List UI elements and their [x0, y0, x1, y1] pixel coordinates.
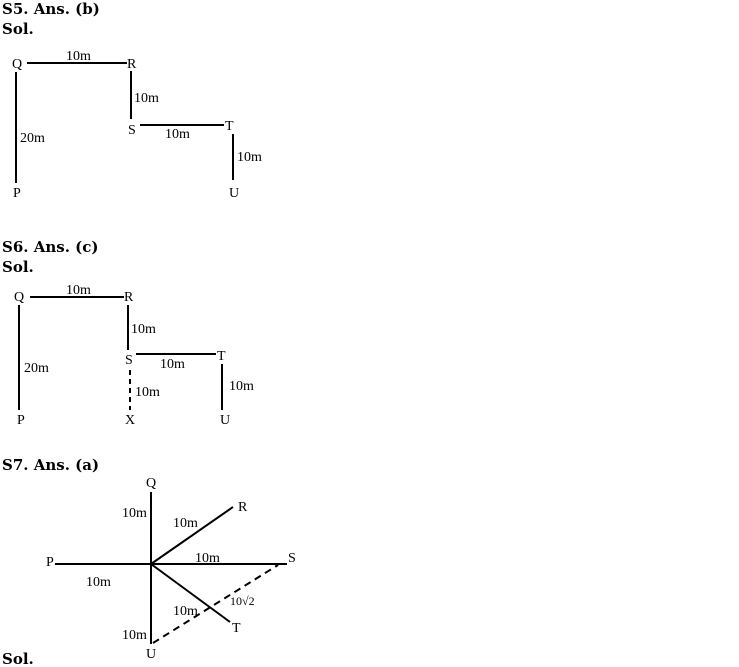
s7-section: S7. Ans. (a) Q R S P T U 10m 10m 10m 10m… — [2, 456, 296, 667]
s7-point-r: R — [238, 500, 248, 515]
s6-point-r: R — [124, 290, 134, 305]
s6-point-u: U — [220, 413, 230, 428]
s5-label-rs: 10m — [134, 91, 159, 106]
s7-label-ot: 10m — [173, 604, 198, 619]
s7-diagram: Q R S P T U 10m 10m 10m 10m 10m 10√2 10m — [46, 476, 296, 662]
s7-label-ou: 10m — [122, 628, 147, 643]
s5-point-t: T — [225, 119, 234, 134]
s7-label-or: 10m — [173, 516, 198, 531]
s6-point-q: Q — [14, 290, 24, 305]
s5-point-p: P — [13, 186, 21, 201]
s5-sol: Sol. — [2, 20, 34, 38]
s7-point-q: Q — [146, 476, 156, 491]
s5-label-tu: 10m — [237, 150, 262, 165]
s5-heading: S5. Ans. (b) — [2, 0, 100, 18]
s6-label-tu: 10m — [229, 379, 254, 394]
s6-heading: S6. Ans. (c) — [2, 238, 98, 256]
s5-point-q: Q — [12, 57, 22, 72]
s5-diagram: Q R S T U P 10m 10m 20m 10m 10m — [12, 49, 262, 201]
s5-section: S5. Ans. (b) Sol. Q R S T U P 10m 10m 20… — [2, 0, 262, 201]
s7-heading: S7. Ans. (a) — [2, 456, 99, 474]
s6-section: S6. Ans. (c) Sol. Q R S T U P X 10m 10m … — [2, 238, 254, 428]
s7-point-u: U — [146, 647, 156, 662]
s5-label-st: 10m — [165, 127, 190, 142]
s5-label-qr: 10m — [66, 49, 91, 64]
s5-point-s: S — [128, 123, 136, 138]
s6-point-p: P — [17, 413, 25, 428]
s6-label-pq: 20m — [24, 361, 49, 376]
s6-point-x: X — [125, 413, 135, 428]
s6-sol: Sol. — [2, 258, 34, 276]
s7-label-oq: 10m — [122, 506, 147, 521]
s7-point-s: S — [288, 551, 296, 566]
s7-label-os: 10m — [195, 551, 220, 566]
s7-point-t: T — [232, 621, 241, 636]
s6-label-st: 10m — [160, 357, 185, 372]
s6-label-qr: 10m — [66, 283, 91, 298]
s7-line-ot — [150, 563, 231, 623]
s5-point-r: R — [127, 57, 137, 72]
s7-label-us: 10√2 — [230, 594, 255, 608]
s6-point-t: T — [217, 349, 226, 364]
s7-point-p: P — [46, 555, 54, 570]
s6-label-rs: 10m — [131, 322, 156, 337]
s5-label-pq: 20m — [20, 131, 45, 146]
s7-label-op: 10m — [86, 575, 111, 590]
s7-line-or — [150, 506, 234, 565]
s7-line-us-dashed — [152, 564, 279, 644]
s6-diagram: Q R S T U P X 10m 10m 20m 10m 10m 10m — [14, 283, 254, 428]
s5-point-u: U — [229, 186, 239, 201]
s6-point-s: S — [125, 353, 133, 368]
s6-label-sx: 10m — [135, 385, 160, 400]
s7-sol: Sol. — [2, 650, 34, 667]
